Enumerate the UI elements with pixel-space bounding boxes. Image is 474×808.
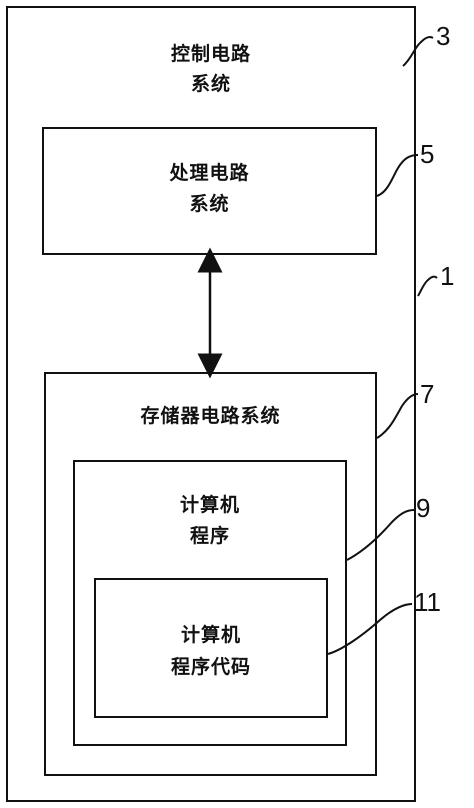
ref-number-3: 3: [436, 21, 451, 51]
processing-circuit-label-line1: 处理电路: [169, 162, 250, 184]
processing-circuit-system-box: 处理电路 系统: [42, 127, 377, 255]
computer-program-box: 计算机 程序: [73, 460, 347, 746]
ref-number-5: 5: [420, 139, 435, 169]
leader-line-1: [417, 275, 438, 297]
memory-circuit-label: 存储器电路系统: [140, 405, 281, 427]
ref-number-9: 9: [416, 493, 431, 523]
control-circuit-label-line2: 系统: [190, 73, 231, 95]
computer-program-label-line1: 计算机: [179, 494, 240, 516]
ref-number-11: 11: [414, 587, 441, 617]
computer-program-label-line2: 程序: [189, 525, 230, 547]
processing-circuit-label-line2: 系统: [189, 193, 230, 215]
program-code-label-line1: 计算机: [180, 624, 241, 646]
ref-number-1: 1: [440, 261, 455, 291]
program-code-label-line2: 程序代码: [170, 656, 251, 678]
control-circuit-label-line1: 控制电路: [170, 43, 251, 65]
ref-number-7: 7: [420, 379, 435, 409]
computer-program-code-box: 计算机 程序代码: [94, 578, 328, 718]
